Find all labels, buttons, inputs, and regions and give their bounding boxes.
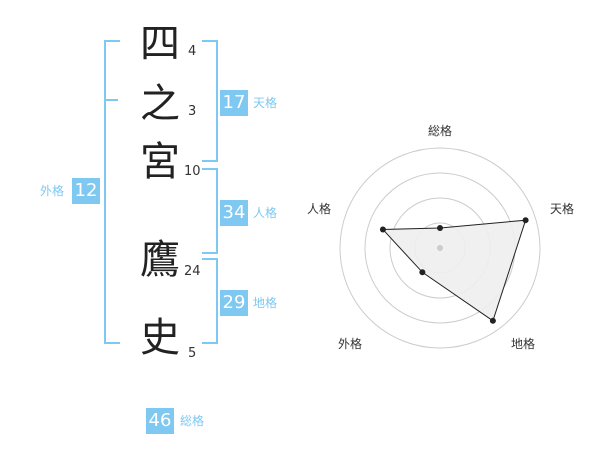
stroke-count-5: 5 bbox=[188, 346, 197, 361]
stroke-count-4: 24 bbox=[184, 264, 201, 279]
fortune-radar-chart bbox=[339, 147, 541, 349]
radar-label-tenkaku: 天格 bbox=[550, 202, 575, 216]
radar-label-soukaku: 総格 bbox=[428, 124, 453, 138]
stroke-count-1: 4 bbox=[188, 44, 197, 59]
jinkaku-value: 34 bbox=[220, 200, 248, 226]
soukaku-label: 総格 bbox=[180, 414, 205, 428]
radar-point bbox=[489, 317, 496, 324]
soukaku-value: 46 bbox=[146, 408, 174, 434]
name-char-1: 四 bbox=[140, 21, 180, 67]
gaikaku-label: 外格 bbox=[40, 184, 65, 198]
name-char-5: 史 bbox=[140, 315, 180, 361]
tenkaku-value: 17 bbox=[220, 90, 248, 116]
radar-point bbox=[419, 269, 426, 276]
radar-point bbox=[522, 217, 529, 224]
radar-point bbox=[437, 225, 443, 231]
radar-polygon bbox=[381, 219, 527, 322]
radar-label-jinkaku: 人格 bbox=[307, 202, 332, 216]
stroke-count-3: 10 bbox=[184, 164, 201, 179]
chikaku-value: 29 bbox=[220, 290, 248, 316]
tenkaku-bracket bbox=[202, 40, 218, 162]
radar-center bbox=[437, 245, 443, 251]
gaikaku-bracket bbox=[104, 40, 120, 344]
bracket-split-marker bbox=[104, 99, 118, 101]
tenkaku-label: 天格 bbox=[253, 96, 278, 110]
radar-ring bbox=[339, 147, 541, 349]
chikaku-bracket bbox=[202, 258, 218, 344]
chikaku-label: 地格 bbox=[253, 296, 278, 310]
name-char-2: 之 bbox=[140, 81, 180, 127]
radar-point bbox=[379, 226, 386, 233]
radar-label-gaikaku: 外格 bbox=[338, 337, 363, 351]
name-char-3: 宮 bbox=[140, 139, 180, 185]
jinkaku-bracket bbox=[202, 168, 218, 254]
gaikaku-value: 12 bbox=[72, 178, 100, 204]
radar-label-chikaku: 地格 bbox=[511, 337, 536, 351]
name-char-4: 鷹 bbox=[140, 237, 180, 283]
stroke-count-2: 3 bbox=[188, 104, 197, 119]
jinkaku-label: 人格 bbox=[253, 206, 278, 220]
